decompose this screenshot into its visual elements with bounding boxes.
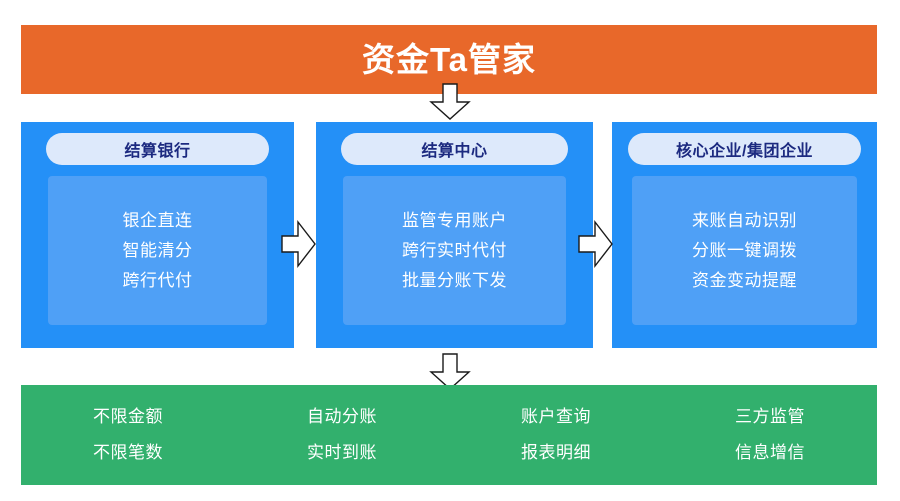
footer-item: 三方监管 [735, 407, 805, 426]
footer-item: 实时到账 [307, 443, 377, 462]
column-core-enterprise[interactable]: 核心企业/集团企业 来账自动识别 分账一键调拨 资金变动提醒 [612, 122, 877, 348]
column-item: 跨行代付 [122, 270, 193, 290]
footer-item: 不限笔数 [93, 443, 163, 462]
footer-column: 三方监管 信息增信 [663, 399, 877, 471]
column-item: 跨行实时代付 [402, 240, 507, 260]
column-body-settlement-bank: 银企直连 智能清分 跨行代付 [48, 176, 267, 325]
column-body-core-enterprise: 来账自动识别 分账一键调拨 资金变动提醒 [632, 176, 857, 325]
footer-item: 信息增信 [735, 443, 805, 462]
column-item: 银企直连 [122, 210, 193, 230]
features-footer: 不限金额 不限笔数 自动分账 实时到账 账户查询 报表明细 三方监管 信息增信 [21, 385, 877, 485]
column-item: 智能清分 [122, 240, 193, 260]
column-item: 批量分账下发 [402, 270, 507, 290]
footer-item: 账户查询 [521, 407, 591, 426]
column-item: 来账自动识别 [692, 210, 797, 230]
footer-column: 自动分账 实时到账 [235, 399, 449, 471]
footer-column: 账户查询 报表明细 [449, 399, 663, 471]
columns-row: 结算银行 银企直连 智能清分 跨行代付 结算中心 监管专用账户 跨行实时代付 批… [21, 122, 877, 348]
column-item: 分账一键调拨 [692, 240, 797, 260]
column-settlement-bank[interactable]: 结算银行 银企直连 智能清分 跨行代付 [21, 122, 294, 348]
column-header-settlement-center: 结算中心 [341, 133, 568, 165]
page-title: 资金Ta管家 [361, 41, 537, 78]
column-item: 监管专用账户 [402, 210, 507, 230]
title-banner: 资金Ta管家 [21, 25, 877, 94]
footer-column: 不限金额 不限笔数 [21, 399, 235, 471]
column-header-settlement-bank: 结算银行 [46, 133, 269, 165]
footer-item: 不限金额 [93, 407, 163, 426]
footer-item: 自动分账 [307, 407, 377, 426]
footer-item: 报表明细 [521, 443, 591, 462]
column-settlement-center[interactable]: 结算中心 监管专用账户 跨行实时代付 批量分账下发 [316, 122, 593, 348]
column-item: 资金变动提醒 [692, 270, 797, 290]
column-header-core-enterprise: 核心企业/集团企业 [628, 133, 861, 165]
column-body-settlement-center: 监管专用账户 跨行实时代付 批量分账下发 [343, 176, 566, 325]
